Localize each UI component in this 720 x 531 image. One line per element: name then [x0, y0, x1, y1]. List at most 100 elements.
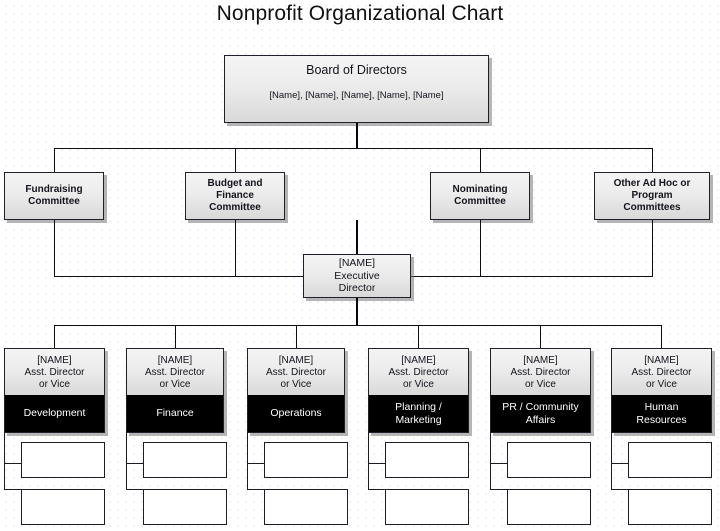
department-unit-line1: Development	[23, 407, 86, 420]
connector-sub-stub-0-1	[4, 489, 22, 490]
committee-label-line2: Finance	[216, 190, 254, 202]
connector-committee-drop-1	[235, 148, 236, 172]
node-department-finance[interactable]: [NAME] Asst. Director or Vice Finance	[126, 348, 224, 433]
node-committee-fundraising[interactable]: Fundraising Committee	[4, 172, 104, 220]
connector-sub-spine-2	[247, 432, 248, 489]
department-unit-band: PR / Community Affairs	[491, 395, 590, 432]
connector-committee-bus	[54, 148, 652, 149]
connector-sub-spine-0	[4, 432, 5, 489]
connector-sub-spine-4	[490, 432, 491, 489]
department-unit-line2: Affairs	[525, 413, 556, 426]
department-unit-line2: Resources	[636, 413, 687, 426]
connector-sub-stub-1-0	[126, 463, 144, 464]
connector-committee-drop-2	[480, 148, 481, 172]
department-role-line2: or Vice	[403, 378, 434, 390]
department-role-line2: or Vice	[646, 378, 677, 390]
committee-label-line1: Other Ad Hoc or	[613, 178, 691, 190]
node-executive-director[interactable]: [NAME] Executive Director	[303, 254, 411, 298]
department-role-line1: Asst. Director	[510, 366, 571, 378]
sub-box[interactable]	[21, 489, 105, 525]
committee-label-line1: Fundraising	[25, 184, 83, 196]
connector-sub-stub-3-0	[368, 463, 386, 464]
node-department-operations[interactable]: [NAME] Asst. Director or Vice Operations	[247, 348, 345, 433]
sub-box[interactable]	[385, 489, 469, 525]
committee-label-line2: Committee	[454, 196, 506, 207]
committee-label-line3: Committee	[209, 201, 261, 213]
connector-department-drop-0	[54, 325, 55, 348]
page-title: Nonprofit Organizational Chart	[216, 2, 504, 25]
sub-box[interactable]	[385, 442, 469, 478]
department-head: [NAME] Asst. Director or Vice	[369, 349, 468, 395]
department-role-line2: or Vice	[525, 378, 556, 390]
department-head: [NAME] Asst. Director or Vice	[612, 349, 711, 395]
sub-box[interactable]	[628, 442, 712, 478]
department-unit-band: Planning / Marketing	[369, 395, 468, 432]
department-role-line1: Asst. Director	[631, 366, 692, 378]
sub-box[interactable]	[264, 489, 348, 525]
department-unit-line2: Marketing	[395, 413, 442, 426]
sub-box[interactable]	[507, 442, 591, 478]
department-unit-line1: PR / Community	[502, 400, 579, 413]
exec-role-line1: Executive	[334, 269, 380, 282]
sub-box[interactable]	[264, 442, 348, 478]
sub-box[interactable]	[143, 489, 227, 525]
committee-label-line1: Nominating	[452, 184, 508, 196]
committee-label-line3: Committees	[623, 201, 681, 213]
connector-committee-riser-1	[235, 220, 236, 277]
department-name: [NAME]	[644, 354, 679, 366]
connector-sub-stub-3-1	[368, 489, 386, 490]
connector-sub-stub-4-0	[490, 463, 508, 464]
connector-exec-bus-right	[410, 276, 653, 277]
node-committee-nominating[interactable]: Nominating Committee	[430, 172, 530, 220]
committee-label-line2: Program	[631, 190, 673, 202]
committee-label-line2: Committee	[28, 196, 80, 207]
connector-committee-drop-3	[652, 148, 653, 172]
department-role-line1: Asst. Director	[265, 366, 326, 378]
sub-box[interactable]	[507, 489, 591, 525]
node-committee-other-ad-hoc[interactable]: Other Ad Hoc or Program Committees	[594, 172, 710, 220]
department-head: [NAME] Asst. Director or Vice	[248, 349, 344, 395]
department-name: [NAME]	[157, 354, 193, 366]
department-unit-band: Finance	[127, 395, 223, 432]
sub-box[interactable]	[628, 489, 712, 525]
department-name: [NAME]	[523, 354, 558, 366]
connector-sub-stub-2-0	[247, 463, 265, 464]
connector-department-bus	[54, 325, 662, 326]
department-name: [NAME]	[37, 354, 72, 366]
connector-department-drop-1	[175, 325, 176, 348]
department-unit-band: Development	[5, 395, 104, 432]
node-department-planning-marketing[interactable]: [NAME] Asst. Director or Vice Planning /…	[368, 348, 469, 433]
connector-exec-stem-top	[356, 220, 358, 255]
connector-sub-stub-2-1	[247, 489, 265, 490]
connector-sub-stub-5-0	[611, 463, 629, 464]
node-department-pr-community-affairs[interactable]: [NAME] Asst. Director or Vice PR / Commu…	[490, 348, 591, 433]
sub-box[interactable]	[143, 442, 227, 478]
node-committee-budget-and-finance[interactable]: Budget and Finance Committee	[185, 172, 285, 220]
node-department-development[interactable]: [NAME] Asst. Director or Vice Developmen…	[4, 348, 105, 433]
department-unit-line1: Operations	[270, 407, 322, 420]
department-role-line2: or Vice	[280, 378, 312, 390]
connector-sub-stub-0-0	[4, 463, 22, 464]
department-role-line1: Asst. Director	[24, 366, 85, 378]
sub-box[interactable]	[21, 442, 105, 478]
department-name: [NAME]	[401, 354, 436, 366]
node-board-of-directors[interactable]: Board of Directors [Name], [Name], [Name…	[224, 55, 489, 123]
connector-sub-spine-5	[611, 432, 612, 489]
department-unit-band: Operations	[248, 395, 344, 432]
connector-exec-bus-left	[54, 276, 304, 277]
node-department-human-resources[interactable]: [NAME] Asst. Director or Vice Human Reso…	[611, 348, 712, 433]
department-role-line2: or Vice	[159, 378, 191, 390]
connector-committee-riser-0	[54, 220, 55, 277]
department-name: [NAME]	[278, 354, 314, 366]
department-unit-line1: Finance	[156, 407, 194, 420]
connector-committee-riser-2	[480, 220, 481, 277]
connector-board-stem	[356, 123, 358, 149]
department-role-line1: Asst. Director	[388, 366, 449, 378]
connector-department-drop-2	[296, 325, 297, 348]
board-title: Board of Directors	[306, 63, 407, 77]
connector-sub-stub-1-1	[126, 489, 144, 490]
department-unit-line1: Planning /	[395, 400, 442, 413]
board-member-names: [Name], [Name], [Name], [Name], [Name]	[269, 89, 444, 101]
department-head: [NAME] Asst. Director or Vice	[5, 349, 104, 395]
